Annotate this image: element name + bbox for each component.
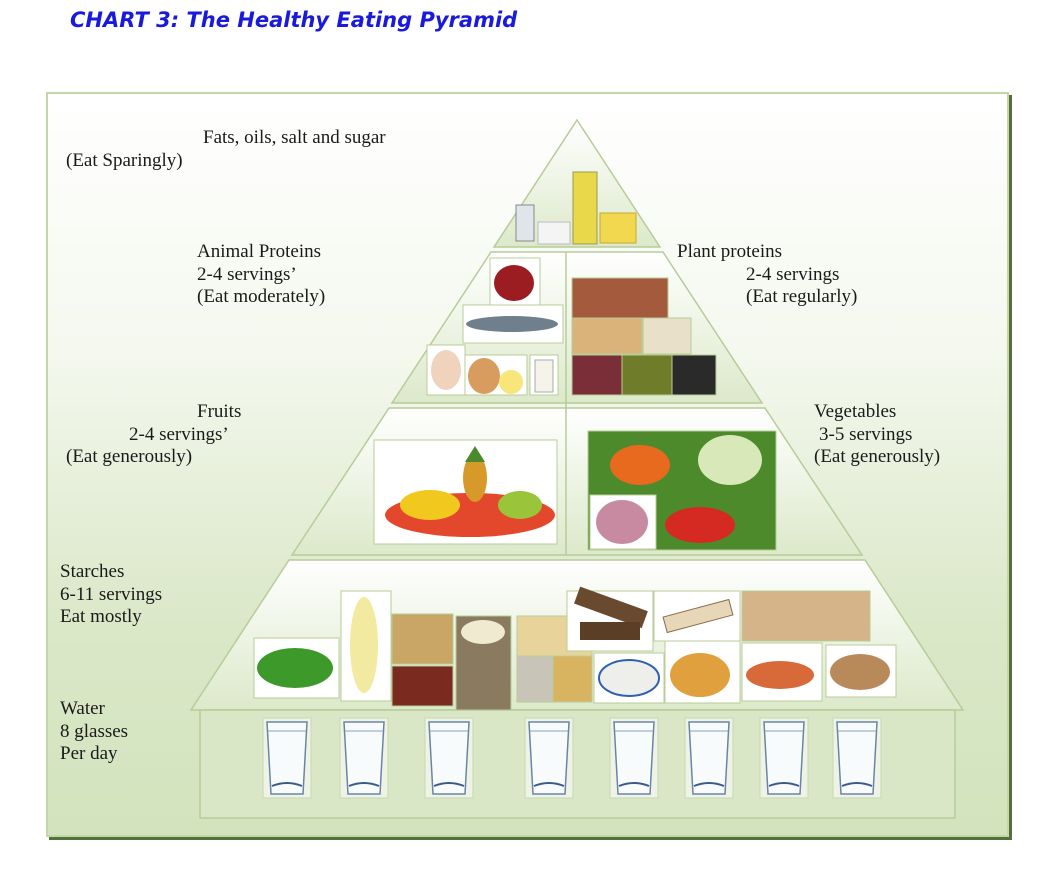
water-glass-icon xyxy=(339,717,389,799)
animal-proteins-servings: 2-4 servings’ xyxy=(197,263,297,285)
animal-protein-images xyxy=(426,257,564,396)
fruits-title: Fruits xyxy=(197,401,242,422)
water-glass-icon xyxy=(759,717,809,799)
water-glass-icon xyxy=(262,717,312,799)
water-glasses xyxy=(262,717,882,799)
fats-images xyxy=(515,171,637,245)
starches-servings: 6-11 servings xyxy=(60,583,163,605)
plant-proteins-servings: 2-4 servings xyxy=(746,263,840,285)
water-glass-icon xyxy=(424,717,474,799)
fruits-servings: 2-4 servings’ xyxy=(129,423,229,445)
plant-protein-images xyxy=(571,277,717,396)
fats-advice: (Eat Sparingly) xyxy=(66,150,183,173)
vegetables-title: Vegetables xyxy=(814,401,897,422)
chart-title: CHART 3: The Healthy Eating Pyramid xyxy=(70,8,518,32)
starches-advice: Eat mostly xyxy=(60,606,142,627)
vegetables-image xyxy=(587,430,777,551)
vegetables-advice: (Eat generously) xyxy=(814,446,941,467)
fruits-advice: (Eat generously) xyxy=(66,446,193,467)
tier-water xyxy=(199,709,956,819)
vegetables-servings: 3-5 servings xyxy=(819,423,913,445)
animal-proteins-advice: (Eat moderately) xyxy=(197,286,326,307)
animal-proteins-title: Animal Proteins xyxy=(197,241,322,262)
plant-proteins-title: Plant proteins xyxy=(677,241,783,262)
water-servings: 8 glasses xyxy=(60,720,129,742)
water-glass-icon xyxy=(524,717,574,799)
water-glass-icon xyxy=(832,717,882,799)
starch-images xyxy=(253,586,897,711)
water-advice: Per day xyxy=(60,743,118,764)
water-glass-icon xyxy=(684,717,734,799)
fruits-image xyxy=(373,439,558,545)
water-glass-icon xyxy=(609,717,659,799)
water-title: Water xyxy=(60,698,105,719)
fats-title: Fats, oils, salt and sugar xyxy=(203,127,386,148)
fats-advice-text: (Eat Sparingly) xyxy=(66,150,183,171)
starches-title: Starches xyxy=(60,561,125,582)
plant-proteins-advice: (Eat regularly) xyxy=(746,286,858,307)
fats-label: Fats, oils, salt and sugar xyxy=(203,127,386,150)
